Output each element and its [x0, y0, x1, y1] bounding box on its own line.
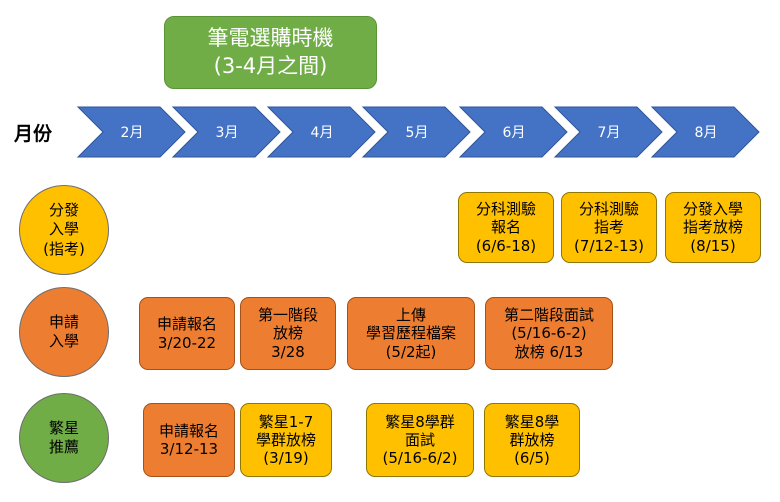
event-shenqing-register: 申請報名 3/20-22	[139, 297, 235, 370]
event-shenqing-stage2-interview: 第二階段面試 (5/16-6-2) 放榜 6/13	[485, 297, 613, 370]
chevron-month-2: 3月	[171, 106, 281, 158]
month-7-label: 8月	[695, 125, 718, 141]
event-fenfa-results: 分發入學 指考放榜 (8/15)	[665, 192, 761, 263]
event-fanxing-1-7-results: 繁星1-7 學群放榜 (3/19)	[240, 403, 332, 477]
chevron-month-4: 5月	[361, 106, 471, 158]
month-2-label: 3月	[216, 125, 239, 141]
chevron-month-3: 4月	[266, 106, 376, 158]
event-fanxing-8-results: 繁星8學 群放榜 (6/5)	[484, 403, 580, 477]
event-fenfa-register: 分科測驗 報名 (6/6-18)	[458, 192, 554, 263]
event-fanxing-8-interview: 繁星8學群 面試 (5/16-6/2)	[366, 403, 474, 477]
month-3-label: 4月	[311, 125, 334, 141]
month-timeline: 2月 3月 4月 5月 6月 7月 8月	[76, 106, 760, 158]
month-1-label: 2月	[121, 125, 144, 141]
chevron-month-7: 8月	[650, 106, 760, 158]
row-label-fenfa: 分發 入學 (指考)	[19, 185, 109, 275]
month-5-label: 6月	[503, 125, 526, 141]
event-fanxing-register: 申請報名 3/12-13	[143, 403, 235, 477]
event-shenqing-portfolio-upload: 上傳 學習歷程檔案 (5/2起)	[347, 297, 475, 370]
chevron-month-1: 2月	[76, 106, 186, 158]
month-4-label: 5月	[406, 125, 429, 141]
row-label-shenqing: 申請 入學	[19, 287, 109, 377]
event-shenqing-stage1-results: 第一階段 放榜 3/28	[240, 297, 336, 370]
event-fenfa-exam: 分科測驗 指考 (7/12-13)	[561, 192, 657, 263]
month-6-label: 7月	[598, 125, 621, 141]
chevron-month-6: 7月	[553, 106, 663, 158]
selection-timing-banner: 筆電選購時機 (3-4月之間)	[164, 16, 377, 89]
row-label-fanxing: 繁星 推薦	[19, 393, 109, 483]
month-axis-label: 月份	[14, 123, 53, 145]
chevron-month-5: 6月	[458, 106, 568, 158]
